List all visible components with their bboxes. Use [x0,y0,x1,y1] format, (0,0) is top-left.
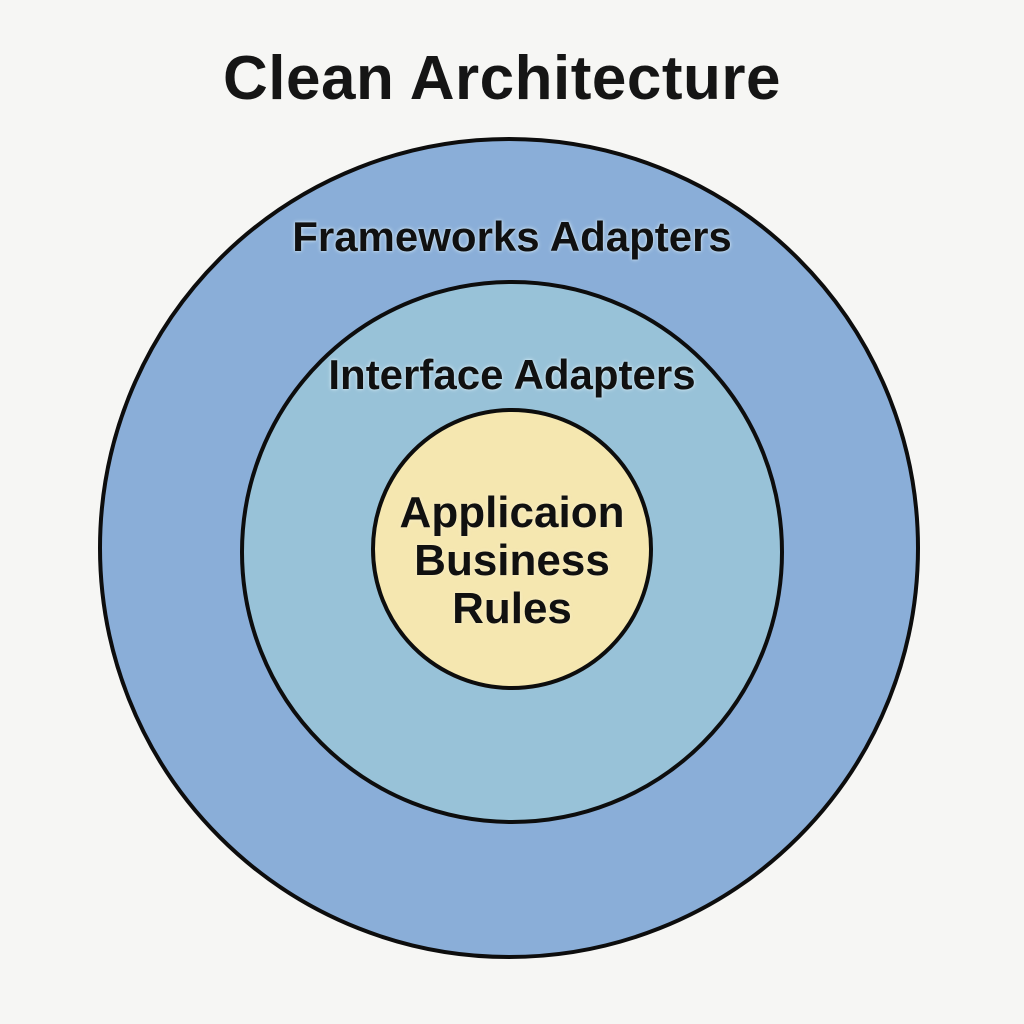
application-label-line-1: Applicaion [399,488,625,537]
layer-application-label: Applicaion Business Rules [0,489,1024,633]
page-title: Clean Architecture [223,44,781,113]
application-label-line-2: Business [414,536,610,585]
layer-interface-label: Interface Adapters [328,351,696,398]
layer-application-circle [371,408,653,690]
application-label-line-3: Rules [452,584,572,633]
layer-frameworks-label: Frameworks Adapters [292,213,732,260]
